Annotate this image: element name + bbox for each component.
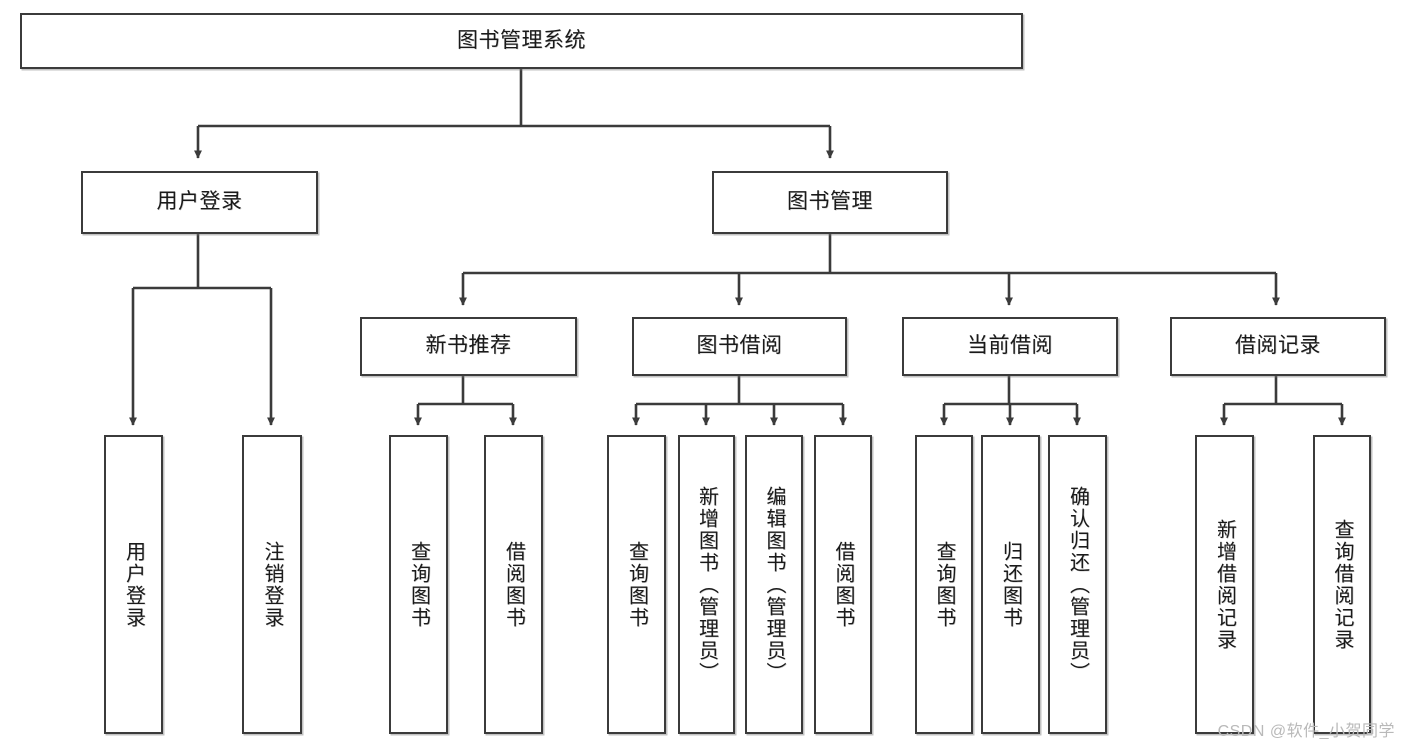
leaf-borrow-add-book[interactable]: 新增图书（管理员） (678, 435, 735, 734)
leaf-current-query-book-label: 查询图书 (933, 540, 955, 629)
node-borrow-record[interactable]: 借阅记录 (1170, 317, 1386, 376)
leaf-borrow-borrow-book[interactable]: 借阅图书 (814, 435, 872, 734)
leaf-user-logout[interactable]: 注销登录 (242, 435, 302, 734)
leaf-record-query-record[interactable]: 查询借阅记录 (1313, 435, 1371, 734)
leaf-borrow-query-book[interactable]: 查询图书 (607, 435, 666, 734)
leaf-recommend-query-book[interactable]: 查询图书 (389, 435, 448, 734)
node-root[interactable]: 图书管理系统 (20, 13, 1023, 69)
node-book-management-label: 图书管理 (787, 190, 873, 214)
leaf-borrow-borrow-book-label: 借阅图书 (832, 540, 854, 629)
leaf-user-logout-label: 注销登录 (261, 540, 283, 629)
leaf-current-return-book-label: 归还图书 (999, 540, 1022, 629)
leaf-recommend-query-book-label: 查询图书 (407, 540, 430, 629)
leaf-record-query-record-label: 查询借阅记录 (1331, 518, 1353, 651)
leaf-borrow-edit-book-label: 编辑图书（管理员） (763, 485, 785, 684)
node-book-borrow-label: 图书借阅 (696, 334, 783, 358)
node-current-borrow-label: 当前借阅 (967, 334, 1053, 358)
node-book-management[interactable]: 图书管理 (712, 171, 948, 234)
leaf-user-login-label: 用户登录 (122, 540, 145, 629)
node-borrow-record-label: 借阅记录 (1235, 334, 1321, 358)
node-current-borrow[interactable]: 当前借阅 (902, 317, 1118, 376)
node-new-book-recommend-label: 新书推荐 (425, 334, 512, 358)
leaf-user-login[interactable]: 用户登录 (104, 435, 163, 734)
leaf-borrow-edit-book[interactable]: 编辑图书（管理员） (745, 435, 803, 734)
leaf-current-query-book[interactable]: 查询图书 (915, 435, 973, 734)
leaf-recommend-borrow-book-label: 借阅图书 (502, 540, 525, 629)
leaf-current-confirm-return-label: 确认归还（管理员） (1066, 485, 1089, 684)
node-user-login[interactable]: 用户登录 (81, 171, 318, 234)
node-root-label: 图书管理系统 (457, 28, 586, 52)
watermark-text: CSDN @软件_小贺同学 (1217, 723, 1395, 740)
leaf-current-return-book[interactable]: 归还图书 (981, 435, 1040, 734)
node-book-borrow[interactable]: 图书借阅 (632, 317, 847, 376)
leaf-current-confirm-return[interactable]: 确认归还（管理员） (1048, 435, 1107, 734)
node-user-login-label: 用户登录 (156, 190, 243, 214)
node-new-book-recommend[interactable]: 新书推荐 (360, 317, 577, 376)
leaf-record-add-record[interactable]: 新增借阅记录 (1195, 435, 1254, 734)
leaf-borrow-add-book-label: 新增图书（管理员） (695, 485, 718, 684)
leaf-borrow-query-book-label: 查询图书 (625, 540, 648, 629)
leaf-recommend-borrow-book[interactable]: 借阅图书 (484, 435, 543, 734)
leaf-record-add-record-label: 新增借阅记录 (1213, 518, 1236, 651)
